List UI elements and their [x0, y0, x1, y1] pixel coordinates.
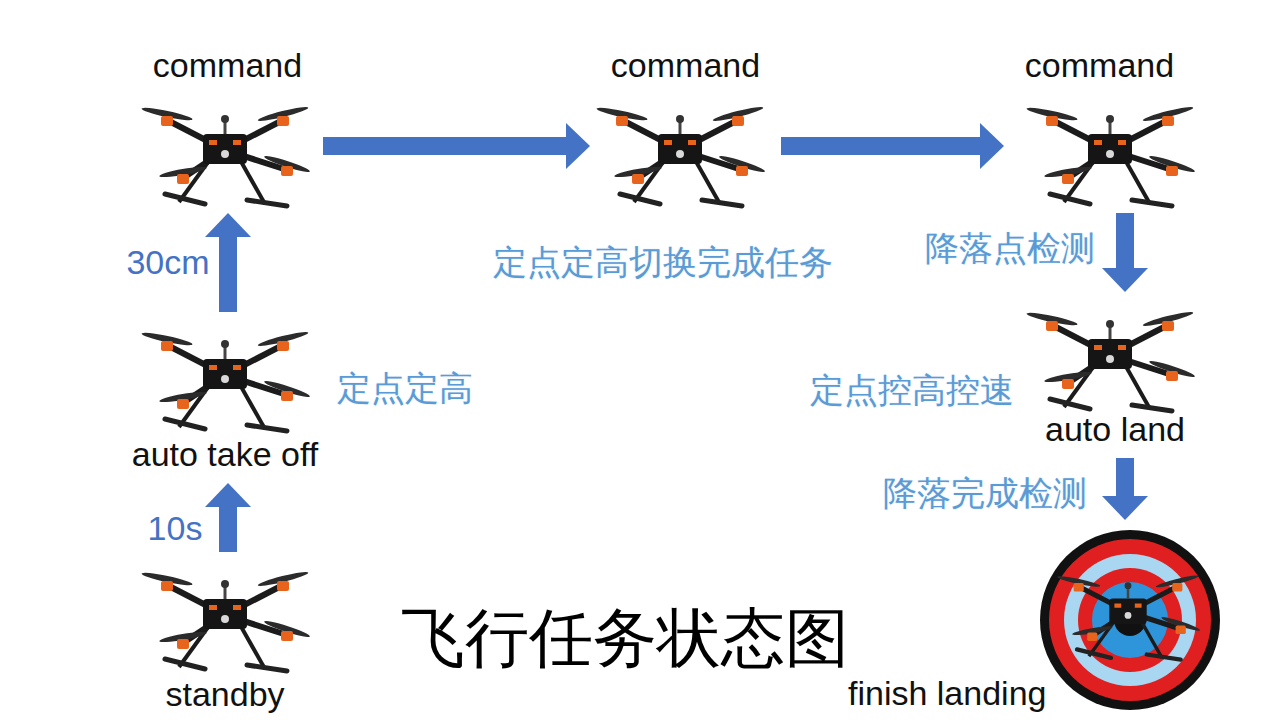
- state-label: standby: [165, 674, 284, 715]
- state-node: standby: [145, 560, 305, 715]
- transition-arrow: [781, 137, 984, 155]
- state-label: command: [1025, 45, 1174, 86]
- state-node: command: [1012, 45, 1187, 205]
- transition-arrow: [219, 233, 237, 312]
- drone-takeoff: [141, 330, 311, 431]
- state-node: command: [140, 45, 315, 205]
- transition-arrow: [1116, 458, 1134, 500]
- state-label: auto take off: [132, 434, 319, 475]
- state-node: auto take off: [115, 320, 335, 475]
- state-node: auto land: [1030, 300, 1200, 450]
- transition-label: 10s: [148, 508, 203, 549]
- transition-label: 降落完成检测: [883, 473, 1087, 514]
- transition-label: 降落点检测: [925, 228, 1095, 269]
- transition-label: 30cm: [126, 242, 209, 283]
- drone-standby: [141, 570, 311, 671]
- state-node: command: [598, 45, 773, 205]
- state-label: command: [153, 45, 302, 86]
- drone-command: [1026, 105, 1196, 206]
- state-label: command: [611, 45, 760, 86]
- state-node: finish landing: [845, 528, 1225, 714]
- mode-note: 定点控高控速: [810, 370, 1014, 411]
- drone-landed: [1057, 574, 1201, 660]
- drone-land: [1026, 310, 1196, 411]
- drone-command: [596, 105, 766, 206]
- target-ring: [1040, 530, 1220, 710]
- mode-note: 定点定高切换完成任务: [493, 242, 833, 283]
- transition-arrow: [323, 137, 570, 155]
- transition-arrow: [219, 503, 237, 552]
- diagram-title: 飞行任务状态图: [401, 600, 849, 677]
- drone-command: [141, 105, 311, 206]
- state-label: auto land: [1045, 409, 1185, 450]
- target-ring: [1049, 539, 1211, 701]
- state-label: finish landing: [845, 673, 1046, 714]
- mode-note: 定点定高: [337, 368, 473, 409]
- transition-arrow: [1116, 213, 1134, 272]
- landing-target: [1040, 530, 1220, 710]
